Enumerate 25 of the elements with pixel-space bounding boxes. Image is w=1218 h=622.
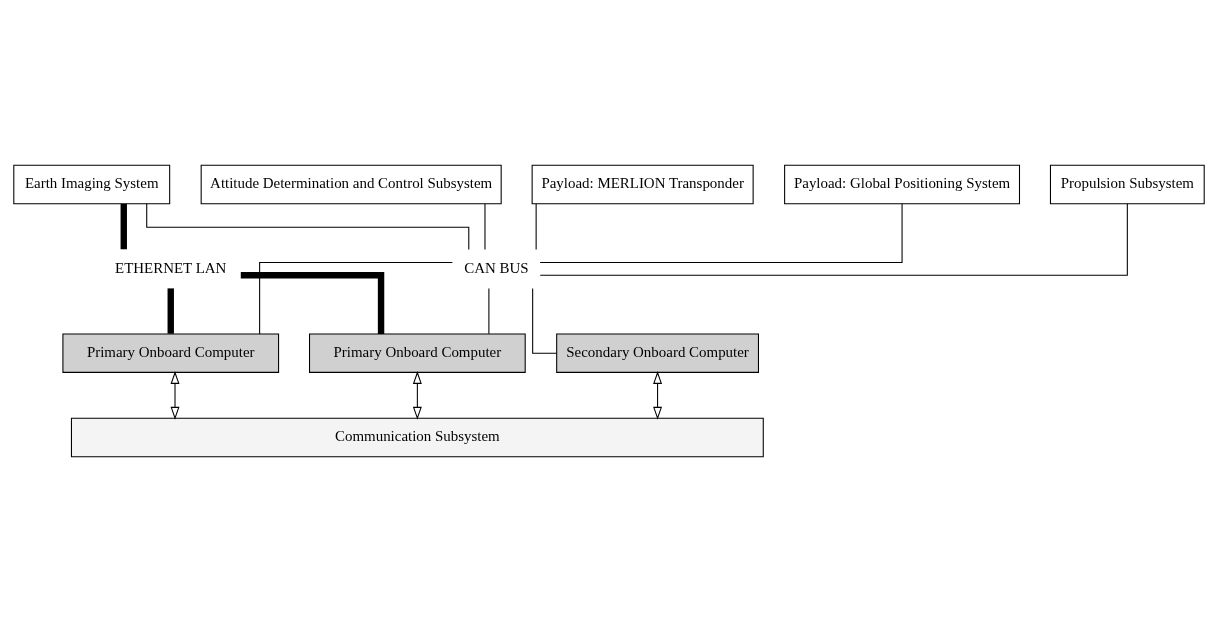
connector bbox=[539, 203, 1128, 276]
connector bbox=[484, 203, 486, 250]
connector bbox=[240, 272, 385, 334]
node-box: Payload: MERLION Transponder bbox=[531, 164, 754, 205]
connector bbox=[535, 203, 537, 250]
node-box: Payload: Global Positioning System bbox=[784, 164, 1021, 205]
node-box: Secondary Onboard Computer bbox=[556, 333, 759, 373]
node-text: ETHERNET LAN bbox=[115, 259, 227, 276]
connector bbox=[120, 203, 127, 250]
node-box: Attitude Determination and Control Subsystem bbox=[200, 164, 502, 205]
node-box: Earth Imaging System bbox=[13, 164, 171, 205]
connector bbox=[259, 261, 453, 335]
connector bbox=[146, 203, 470, 250]
node-text: CAN BUS bbox=[464, 259, 529, 276]
node-box: Primary Onboard Computer bbox=[309, 333, 526, 373]
connector bbox=[167, 288, 174, 334]
arrow bbox=[170, 371, 180, 420]
connector bbox=[539, 203, 903, 263]
arrow bbox=[412, 371, 422, 420]
connector bbox=[532, 287, 557, 354]
node-box: Propulsion Subsystem bbox=[1049, 164, 1205, 205]
connector bbox=[488, 287, 490, 335]
node-box: Primary Onboard Computer bbox=[62, 333, 280, 373]
arrow bbox=[653, 371, 663, 420]
node-box: Communication Subsystem bbox=[70, 417, 764, 458]
